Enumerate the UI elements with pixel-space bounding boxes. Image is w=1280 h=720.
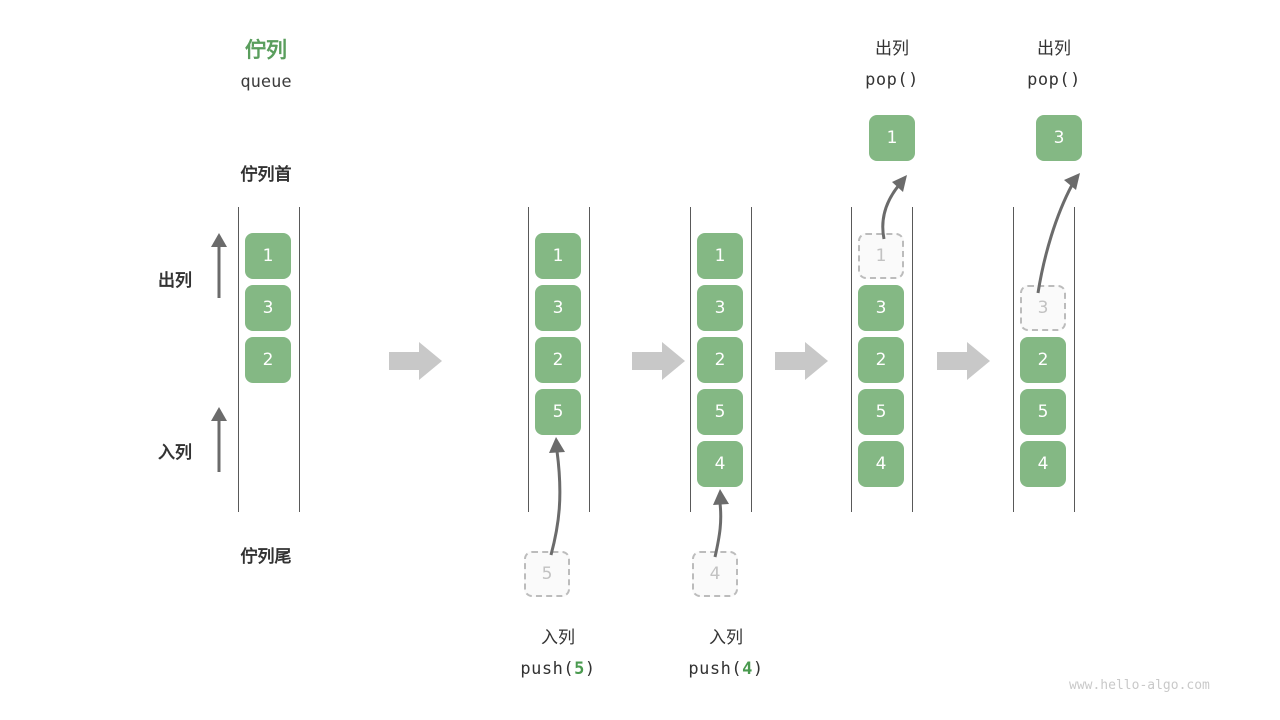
watermark: www.hello-algo.com xyxy=(1069,678,1210,693)
queue-cell: 2 xyxy=(535,337,581,383)
push-code-suffix: ) xyxy=(752,659,764,679)
push-arrow-icon xyxy=(713,489,729,558)
queue-rail-right xyxy=(1074,207,1075,512)
queue-tail-label: 佇列尾 xyxy=(240,547,292,567)
enqueue-label: 入列 xyxy=(158,443,192,463)
dequeue-direction-arrow-icon xyxy=(211,233,227,298)
queue-cell: 1 xyxy=(245,233,291,279)
pop-caption-cn: 出列 xyxy=(875,39,909,59)
queue-cell: 1 xyxy=(535,233,581,279)
queue-rail-right xyxy=(912,207,913,512)
diagram-title-code: queue xyxy=(240,72,292,92)
popped-cell: 3 xyxy=(1036,115,1082,161)
queue-rail-left xyxy=(690,207,691,512)
queue-cell: 3 xyxy=(858,285,904,331)
queue-rail-left xyxy=(528,207,529,512)
queue-rail-right xyxy=(751,207,752,512)
queue-cell: 3 xyxy=(535,285,581,331)
queue-rail-left xyxy=(1013,207,1014,512)
dequeue-label: 出列 xyxy=(158,271,192,291)
popped-ghost-cell: 1 xyxy=(858,233,904,279)
queue-cell: 4 xyxy=(858,441,904,487)
popped-cell: 1 xyxy=(869,115,915,161)
push-caption-cn: 入列 xyxy=(709,628,743,648)
push-caption-code: push(4) xyxy=(646,659,806,679)
push-arrow-icon xyxy=(549,437,565,556)
push-code-suffix: ) xyxy=(584,659,596,679)
pop-arrow-icon xyxy=(1036,173,1080,294)
push-code-prefix: push( xyxy=(688,659,743,679)
push-code-arg: 5 xyxy=(574,659,585,679)
enqueue-direction-arrow-icon xyxy=(211,407,227,472)
incoming-ghost-cell: 5 xyxy=(524,551,570,597)
pop-caption-code: pop() xyxy=(865,70,919,90)
queue-rail-right xyxy=(299,207,300,512)
popped-ghost-cell: 3 xyxy=(1020,285,1066,331)
queue-cell: 3 xyxy=(697,285,743,331)
pop-caption-cn: 出列 xyxy=(1037,39,1071,59)
queue-cell: 5 xyxy=(1020,389,1066,435)
queue-cell: 3 xyxy=(245,285,291,331)
queue-cell-new: 5 xyxy=(535,389,581,435)
push-caption-cn: 入列 xyxy=(541,628,575,648)
queue-cell: 4 xyxy=(1020,441,1066,487)
push-code-prefix: push( xyxy=(520,659,575,679)
diagram-title-cn: 佇列 xyxy=(245,38,287,62)
queue-cell-new: 4 xyxy=(697,441,743,487)
queue-head-label: 佇列首 xyxy=(240,165,292,185)
push-caption-code: push(5) xyxy=(478,659,638,679)
queue-rail-right xyxy=(589,207,590,512)
queue-cell: 2 xyxy=(858,337,904,383)
pop-arrow-icon xyxy=(881,175,907,240)
transition-arrow-icon xyxy=(389,342,442,380)
transition-arrow-icon xyxy=(937,342,990,380)
queue-cell: 2 xyxy=(1020,337,1066,383)
incoming-ghost-cell: 4 xyxy=(692,551,738,597)
queue-cell: 2 xyxy=(697,337,743,383)
queue-rail-left xyxy=(851,207,852,512)
transition-arrow-icon xyxy=(775,342,828,380)
queue-cell: 2 xyxy=(245,337,291,383)
transition-arrow-icon xyxy=(632,342,685,380)
queue-cell: 5 xyxy=(697,389,743,435)
pop-caption-code: pop() xyxy=(1027,70,1081,90)
queue-cell: 1 xyxy=(697,233,743,279)
queue-cell: 5 xyxy=(858,389,904,435)
push-code-arg: 4 xyxy=(742,659,753,679)
queue-rail-left xyxy=(238,207,239,512)
